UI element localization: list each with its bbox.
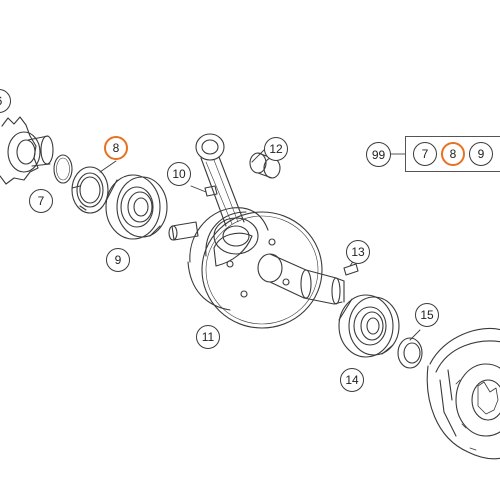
callout-9[interactable]: 9: [106, 248, 130, 272]
callout-8-highlighted[interactable]: 8: [104, 136, 128, 160]
crank-pin: [204, 185, 218, 197]
callout-12[interactable]: 12: [264, 137, 288, 161]
kit-item-9[interactable]: 9: [469, 142, 493, 166]
crankshaft-body: [168, 207, 345, 329]
connecting-rod: [195, 133, 259, 255]
callout-15[interactable]: 15: [415, 303, 439, 327]
shaft-seal: [71, 166, 109, 214]
callout-10[interactable]: 10: [167, 162, 191, 186]
kit-item-8-highlighted[interactable]: 8: [441, 142, 465, 166]
gear-part: [0, 116, 54, 185]
thin-ring: [53, 154, 73, 184]
callout-13[interactable]: 13: [346, 240, 370, 264]
woodruff-key: [343, 263, 359, 276]
callout-7[interactable]: 7: [29, 189, 53, 213]
callout-14[interactable]: 14: [340, 368, 364, 392]
kit-callout-99[interactable]: 99: [366, 142, 391, 167]
callout-11[interactable]: 11: [196, 325, 220, 349]
right-bearing: [338, 294, 400, 358]
rotor-housing: [426, 327, 500, 460]
parts-kit-box: [405, 136, 500, 172]
left-bearing: [105, 174, 168, 240]
right-seal: [397, 337, 423, 369]
kit-item-7[interactable]: 7: [413, 142, 437, 166]
